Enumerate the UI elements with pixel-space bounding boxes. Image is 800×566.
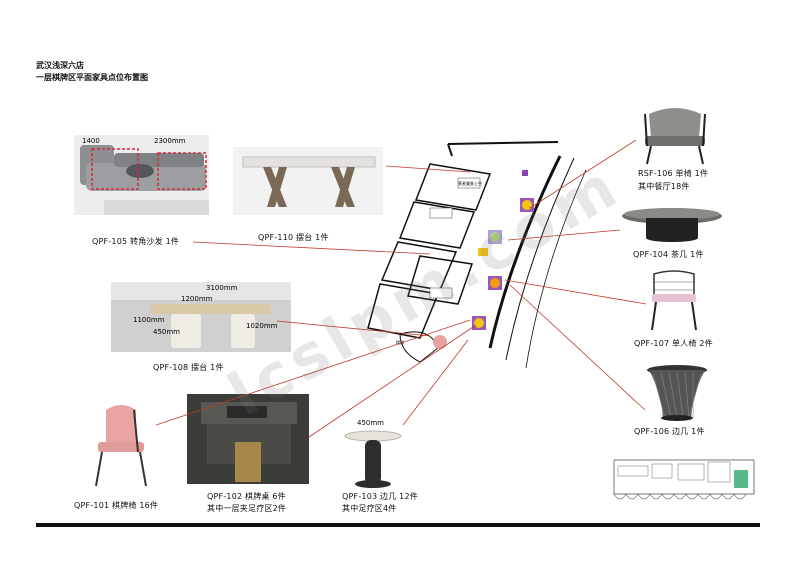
label-qpf103-a: QPF-103 边几 12件 <box>342 492 418 501</box>
sofa-length-dim: 2300mm <box>154 137 186 145</box>
mahjong-set-4 <box>472 316 486 330</box>
label-qpf110: QPF-110 摆台 1件 <box>258 233 329 242</box>
single-chair-107-photo <box>646 268 702 332</box>
label-qpf102-b: 其中一层夹足疗区2件 <box>207 504 287 513</box>
label-qpf102-a: QPF-102 棋牌桌 6件 <box>207 492 286 501</box>
table103-width-dim: 450mm <box>357 419 384 427</box>
mahjong-set-2 <box>488 230 502 244</box>
bottom-rule <box>36 523 760 527</box>
label-qpf101: QPF-101 棋牌椅 16件 <box>74 501 159 510</box>
label-qpf107: QPF-107 单人椅 2件 <box>634 339 713 348</box>
plan-room-label: 莱麦美肤上空 <box>458 180 482 186</box>
project-title: 武汉浅深六店 <box>36 61 84 70</box>
sofa-width-dim: 1400 <box>82 137 100 145</box>
display-table-photo: 3100mm 1200mm 1100mm 450mm 1020mm <box>111 282 291 352</box>
label-qpf105: QPF-105 转角沙发 1件 <box>92 237 180 246</box>
label-qpf104: QPF-104 茶几 1件 <box>633 250 704 259</box>
console-table-photo <box>233 147 383 215</box>
table108-width2-dim: 1200mm <box>181 295 213 303</box>
mahjong-set-1 <box>520 198 534 212</box>
side-table-106-photo <box>643 362 711 422</box>
armchair-rsf106-photo <box>635 100 715 166</box>
label-qpf106: QPF-106 边几 1件 <box>634 427 705 436</box>
table108-width1-dim: 3100mm <box>206 284 238 292</box>
label-qpf108: QPF-108 摆台 1件 <box>153 363 224 372</box>
label-qpf103-b: 其中足疗区4件 <box>342 504 397 513</box>
mahjong-set-3 <box>488 276 502 290</box>
drawing-title: 一层棋牌区平面家具点位布置图 <box>36 73 148 82</box>
table108-height2-dim: 450mm <box>153 328 180 336</box>
mahjong-chair-photo <box>86 398 156 488</box>
side-table-103-photo: 450mm <box>343 418 403 490</box>
table108-height3-dim: 1020mm <box>246 322 278 330</box>
corner-sofa-photo: 1400 2300mm <box>74 135 209 215</box>
floor-plan: 莱麦美肤上空 楼梯 <box>360 138 590 370</box>
mahjong-table-photo <box>187 394 309 484</box>
label-rsf106-a: RSF-106 单椅 1件 <box>638 169 709 178</box>
table108-height1-dim: 1100mm <box>133 316 165 324</box>
plan-stair-label: 楼梯 <box>396 339 404 345</box>
coffee-table-104-photo <box>620 204 725 244</box>
key-plan-thumbnail <box>608 456 758 512</box>
label-rsf106-b: 其中餐厅18件 <box>638 182 690 191</box>
